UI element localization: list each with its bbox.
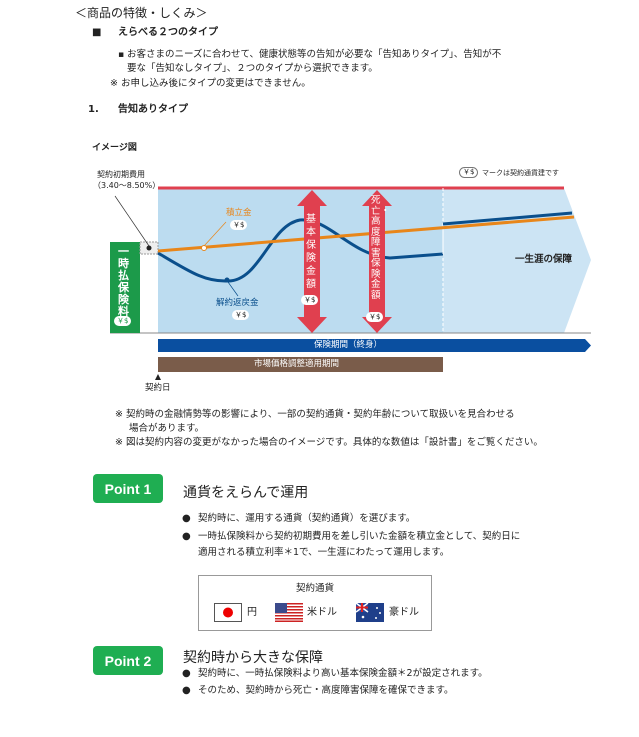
intro-line-1: お客さまのニーズに合わせて、健康状態等の告知が必要な「告知ありタイプ」、告知が不: [127, 49, 502, 60]
basic-sum-currency-mark: ￥$: [301, 295, 319, 305]
type-number: 1.: [88, 104, 99, 115]
point-1-badge: Point 1: [93, 474, 163, 503]
currency-mark: ￥$: [459, 167, 479, 178]
note-1: ※ 契約時の金融情勢等の影響により、一部の契約通貨・契約年齢について取扱いを見合…: [115, 409, 515, 420]
diagram-caption: イメージ図: [92, 143, 137, 153]
contract-date-marker: [155, 374, 161, 380]
point-1-title: 通貨をえらんで運用: [183, 485, 309, 501]
point-2-badge: Point 2: [93, 646, 163, 675]
initial-cost-label: 契約初期費用: [97, 170, 145, 179]
point-1-bullet-2-cont: 適用される積立利率＊1で、一生涯にわたって運用します。: [198, 547, 450, 558]
cost-pointer: [114, 195, 150, 247]
lifetime-label: 一生涯の保障: [515, 254, 573, 265]
premium-label: 一時払保険料: [118, 245, 129, 318]
period-bar: [158, 339, 591, 352]
subsection-title: えらべる２つのタイプ: [118, 27, 218, 38]
type-title: 告知ありタイプ: [118, 104, 188, 115]
us-flag-icon: [275, 603, 303, 622]
mva-bar: [158, 357, 443, 372]
surrender-currency-mark: ￥$: [232, 310, 250, 320]
currency-usd: 米ドル: [307, 607, 337, 618]
currency-box: 契約通貨 円 米ドル 豪ドル: [198, 575, 432, 631]
japan-flag-icon: [214, 603, 242, 622]
death-benefit-arrow: [362, 190, 392, 333]
currency-box-title: 契約通貨: [295, 583, 334, 594]
accumulation-label: 積立金: [226, 208, 252, 218]
surrender-label: 解約返戻金: [216, 298, 259, 308]
point-2-title: 契約時から大きな保障: [183, 650, 323, 666]
point-2-bullet-1: 契約時に、一時払保険料より高い基本保険金額＊2が設定されます。: [198, 668, 488, 679]
accumulation-line: [157, 215, 575, 253]
currency-yen: 円: [247, 607, 257, 618]
mva-label: 市場価格調整適用期間: [254, 359, 340, 369]
initial-cost-range: （3.40～8.50%）: [93, 181, 161, 190]
note-1-cont: 場合があります。: [129, 423, 205, 434]
contract-date-label: 契約日: [145, 383, 171, 393]
currency-mark-note: マークは契約通貨建です: [482, 169, 559, 177]
intro-note: ※ お申し込み後にタイプの変更はできません。: [110, 78, 311, 89]
period-label: 保険期間（終身）: [314, 340, 383, 350]
basic-sum-label: 基本保険金額: [306, 214, 316, 290]
point-1-bullet-1: 契約時に、運用する通貨（契約通貨）を選びます。: [198, 513, 416, 524]
note-2: ※ 図は契約内容の変更がなかった場合のイメージです。具体的な数値は「設計書」をご…: [115, 437, 543, 448]
death-benefit-label: 死亡・高度障害保険金額: [371, 195, 391, 301]
currency-aud: 豪ドル: [389, 607, 419, 618]
section-title: ＜商品の特徴・しくみ＞: [75, 6, 208, 20]
coverage-area: [158, 188, 443, 333]
australia-flag-icon: [356, 603, 384, 622]
premium-currency-mark: ￥$: [114, 316, 132, 326]
accumulation-currency-mark: ￥$: [230, 220, 248, 230]
death-benefit-currency-mark: ￥$: [366, 312, 384, 322]
subsection-marker: ■: [92, 27, 102, 38]
intro-line-2: 要な「告知なしタイプ」、２つのタイプから選択できます。: [127, 63, 378, 74]
point-1-bullet-2: 一時払保険料から契約初期費用を差し引いた金額を積立金として、契約日に: [198, 531, 521, 542]
point-2-bullet-2: そのため、契約時から死亡・高度障害保障を確保できます。: [198, 685, 454, 696]
